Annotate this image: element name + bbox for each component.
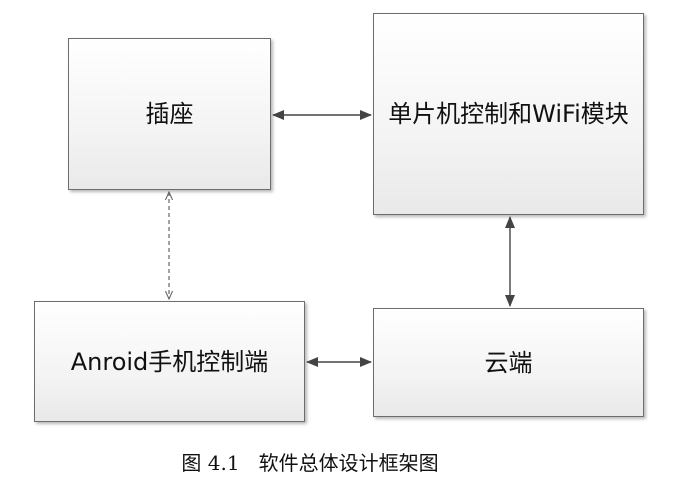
cloud-node: 云端 [373, 308, 644, 417]
android-phone-control-node: Anroid手机控制端 [34, 301, 305, 422]
android-phone-control-node-label: Anroid手机控制端 [70, 347, 269, 376]
mcu-wifi-module-node: 单片机控制和WiFi模块 [373, 13, 644, 215]
figure-caption: 图 4.1 软件总体设计框架图 [181, 451, 439, 475]
mcu-wifi-module-node-label: 单片机控制和WiFi模块 [388, 100, 629, 128]
cloud-node-label: 云端 [484, 348, 533, 377]
socket-node-label: 插座 [145, 100, 194, 128]
socket-node: 插座 [68, 38, 271, 190]
